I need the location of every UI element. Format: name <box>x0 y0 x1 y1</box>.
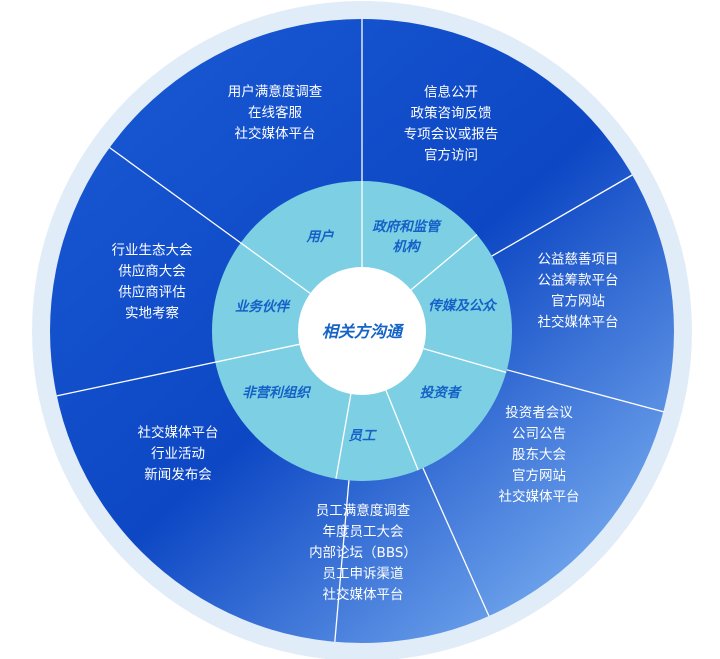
stakeholder-name: 员工 <box>349 428 377 444</box>
outer-divider-3 <box>421 465 490 617</box>
channel-item: 新闻发布会 <box>144 467 212 483</box>
channel-item: 行业生态大会 <box>112 243 193 259</box>
channel-item: 员工满意度调查 <box>316 502 411 519</box>
outer-divider-5 <box>56 361 218 397</box>
channel-item: 内部论坛（BBS） <box>309 545 417 561</box>
channel-item: 公益筹款平台 <box>538 272 619 289</box>
channel-item: 社交媒体平台 <box>235 125 316 142</box>
stakeholder-name: 非营利组织 <box>242 385 311 401</box>
channel-item: 行业活动 <box>151 446 205 462</box>
channel-item: 政策咨询反馈 <box>411 105 492 122</box>
channel-item: 社交媒体平台 <box>323 586 404 603</box>
channel-item: 官方网站 <box>551 294 605 310</box>
channel-item: 公益慈善项目 <box>538 252 619 268</box>
channel-item: 投资者会议 <box>505 405 573 421</box>
channel-item: 用户满意度调查 <box>228 83 323 100</box>
stakeholder-name: 传媒及公众 <box>428 298 498 314</box>
center-label: 相关方沟通 <box>322 322 405 341</box>
inner-divider-4 <box>335 393 352 479</box>
stakeholder-name: 用户 <box>306 229 335 245</box>
channel-item: 供应商大会 <box>118 263 186 280</box>
channel-item: 官方访问 <box>424 148 478 164</box>
channel-item: 公司公告 <box>512 426 566 442</box>
channel-item: 信息公开 <box>424 84 478 101</box>
inner-divider-6 <box>240 242 311 294</box>
stakeholder-name: 政府和监管机构 <box>372 219 442 255</box>
channel-item: 年度员工大会 <box>323 524 404 540</box>
channel-item: 社交媒体平台 <box>138 424 219 441</box>
outer-divider-4 <box>334 478 350 642</box>
channel-item: 股东大会 <box>512 447 566 463</box>
center-circle <box>298 267 426 395</box>
channel-item: 官方网站 <box>512 468 566 484</box>
outer-divider-1 <box>489 174 633 258</box>
outer-divider-2 <box>504 368 664 413</box>
inner-divider-3 <box>385 390 419 471</box>
channel-item: 在线客服 <box>248 104 302 121</box>
inner-divider-1 <box>410 234 478 291</box>
outer-divider-6 <box>109 147 243 245</box>
channel-item: 员工申诉渠道 <box>323 566 404 582</box>
channel-item: 社交媒体平台 <box>538 314 619 331</box>
channel-item: 社交媒体平台 <box>499 488 580 505</box>
stakeholder-name: 投资者 <box>420 385 463 401</box>
channel-item: 供应商评估 <box>118 284 186 301</box>
stakeholder-name: 业务伙伴 <box>235 299 291 315</box>
inner-divider-2 <box>423 348 507 373</box>
channel-item: 专项会议或报告 <box>404 127 499 143</box>
channel-item: 实地考察 <box>125 305 179 322</box>
inner-divider-5 <box>215 343 300 363</box>
